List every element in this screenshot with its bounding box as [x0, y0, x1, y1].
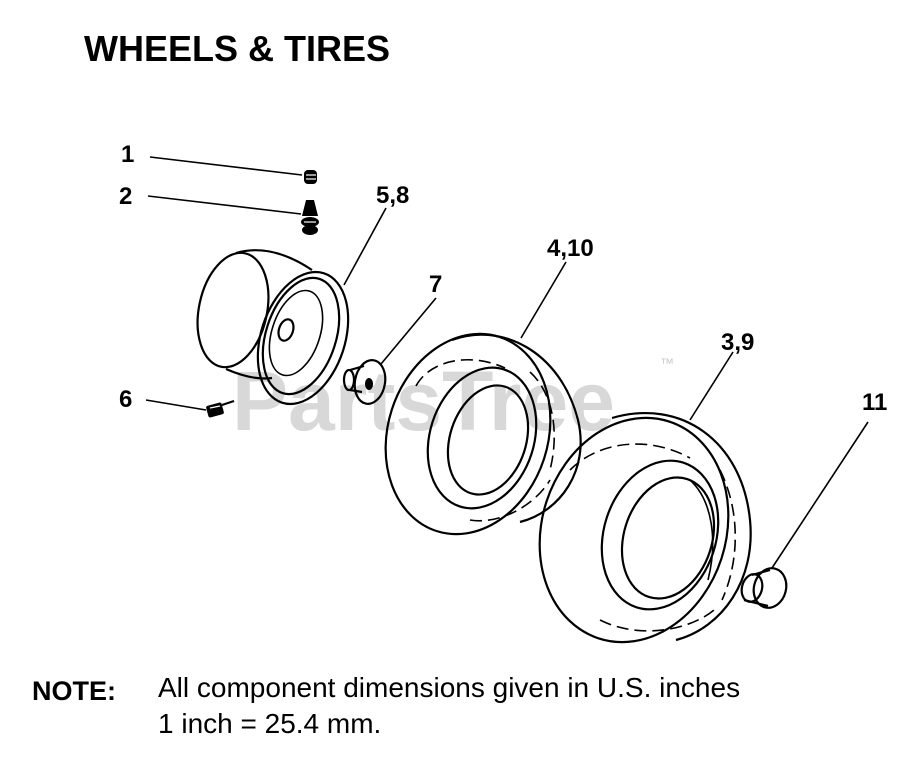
part-11-hub-cap	[740, 567, 788, 609]
callout-4-10: 4,10	[547, 235, 594, 262]
leader-line-11	[771, 421, 869, 569]
callout-1: 1	[121, 141, 134, 168]
callout-11: 11	[862, 389, 887, 416]
watermark-trademark: ™	[660, 355, 674, 371]
part-1-valve-cap	[304, 170, 317, 184]
part-3-9-tire	[538, 412, 752, 644]
part-5-8-wheel-rim	[196, 249, 350, 406]
page-title: WHEELS & TIRES	[84, 28, 391, 69]
leader-line-1	[149, 156, 303, 176]
part-2-valve-stem	[301, 200, 319, 235]
callout-2: 2	[119, 183, 132, 210]
note-label: NOTE:	[32, 676, 116, 706]
leader-line-2	[147, 195, 302, 215]
watermark-text: PartsTree	[232, 354, 615, 448]
callout-3-9: 3,9	[721, 329, 754, 356]
note-text-line-1: All component dimensions given in U.S. i…	[158, 672, 741, 703]
leader-line-5-8	[343, 207, 387, 286]
leader-line-4-10	[520, 261, 567, 339]
part-7-bushing	[342, 359, 387, 405]
part-4-10-tire	[384, 332, 582, 536]
note-text-line-2: 1 inch = 25.4 mm.	[158, 708, 382, 739]
part-6-bolt	[206, 399, 235, 418]
leader-line-3-9	[689, 351, 734, 421]
callout-7: 7	[429, 271, 442, 298]
leader-line-7	[380, 297, 437, 365]
callout-5-8: 5,8	[376, 182, 409, 209]
callout-6: 6	[119, 386, 132, 413]
leader-line-6	[145, 399, 207, 411]
